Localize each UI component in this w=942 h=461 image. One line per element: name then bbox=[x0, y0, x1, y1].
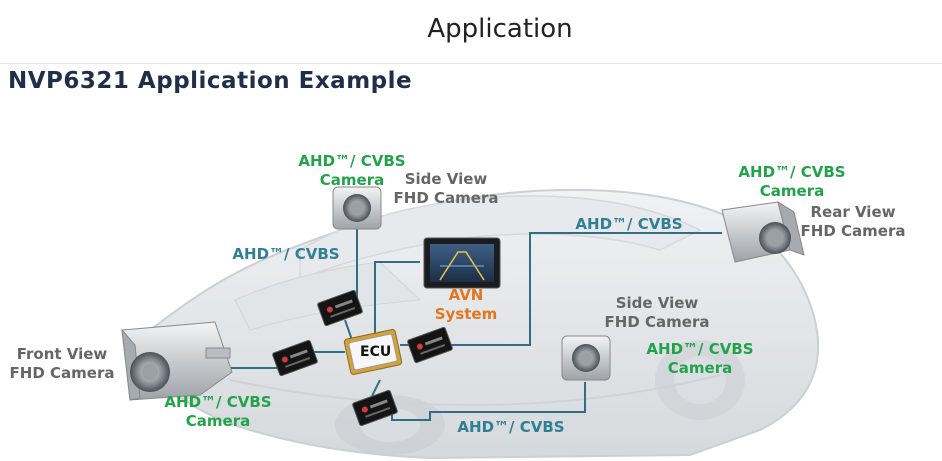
link-label-bottom: AHD™/ CVBS bbox=[457, 418, 565, 436]
avn-label-line2: System bbox=[434, 305, 498, 323]
avn-system-label: AVN System bbox=[422, 286, 510, 324]
side-camera-top-name-line2: FHD Camera bbox=[393, 189, 499, 207]
link-chip-ecu-3 bbox=[371, 379, 381, 397]
link-rear-camera bbox=[447, 232, 722, 346]
side-camera-top-name-line1: Side View bbox=[404, 170, 488, 188]
rear-camera-name-line2: FHD Camera bbox=[800, 222, 906, 240]
decoder-chip-right bbox=[407, 326, 453, 364]
rear-camera-name-line1: Rear View bbox=[810, 203, 896, 221]
rear-camera-protocol-line1: AHD™/ CVBS bbox=[738, 163, 846, 181]
ecu-label: ECU bbox=[360, 344, 392, 360]
front-camera-name-line1: Front View bbox=[16, 345, 108, 363]
side-camera-right-name: Side View FHD Camera bbox=[597, 294, 717, 332]
link-label-top-left: AHD™/ CVBS bbox=[232, 245, 340, 263]
front-camera-protocol-line2: Camera bbox=[185, 412, 251, 430]
decoder-chip-bottom bbox=[352, 389, 398, 427]
header-bar bbox=[0, 0, 942, 64]
avn-display bbox=[423, 237, 501, 289]
ecu-chip bbox=[343, 329, 403, 375]
front-camera-protocol: AHD™/ CVBS Camera bbox=[148, 393, 288, 431]
side-camera-right-protocol: AHD™/ CVBS Camera bbox=[630, 340, 770, 378]
front-camera bbox=[121, 321, 233, 401]
decoder-chip-left bbox=[272, 339, 318, 377]
diagram-subtitle: NVP6321 Application Example bbox=[8, 68, 413, 94]
front-camera-name: Front View FHD Camera bbox=[4, 345, 120, 383]
rear-camera-protocol-line2: Camera bbox=[759, 182, 825, 200]
front-camera-name-line2: FHD Camera bbox=[9, 364, 115, 382]
rear-camera bbox=[721, 200, 805, 263]
rear-camera-protocol: AHD™/ CVBS Camera bbox=[722, 163, 862, 201]
side-camera-top-name: Side View FHD Camera bbox=[385, 170, 507, 208]
side-camera-top bbox=[332, 186, 382, 230]
side-camera-right-protocol-line2: Camera bbox=[667, 359, 733, 377]
side-camera-right-name-line1: Side View bbox=[615, 294, 699, 312]
rear-camera-name: Rear View FHD Camera bbox=[794, 203, 912, 241]
decoder-chip-top bbox=[317, 289, 363, 327]
side-camera-right-name-line2: FHD Camera bbox=[604, 313, 710, 331]
link-side-camera-right bbox=[391, 382, 586, 421]
side-camera-top-protocol-line2: Camera bbox=[319, 171, 385, 189]
link-label-top-right: AHD™/ CVBS bbox=[575, 215, 683, 233]
side-camera-right bbox=[561, 335, 611, 381]
side-camera-right-protocol-line1: AHD™/ CVBS bbox=[646, 340, 754, 358]
front-camera-protocol-line1: AHD™/ CVBS bbox=[164, 393, 272, 411]
side-camera-top-protocol: AHD™/ CVBS Camera bbox=[282, 152, 422, 190]
side-camera-top-protocol-line1: AHD™/ CVBS bbox=[298, 152, 406, 170]
link-chip-ecu-1 bbox=[344, 319, 353, 341]
car-silhouette bbox=[149, 188, 820, 460]
avn-label-line1: AVN bbox=[448, 286, 484, 304]
page-title: Application bbox=[427, 14, 573, 44]
